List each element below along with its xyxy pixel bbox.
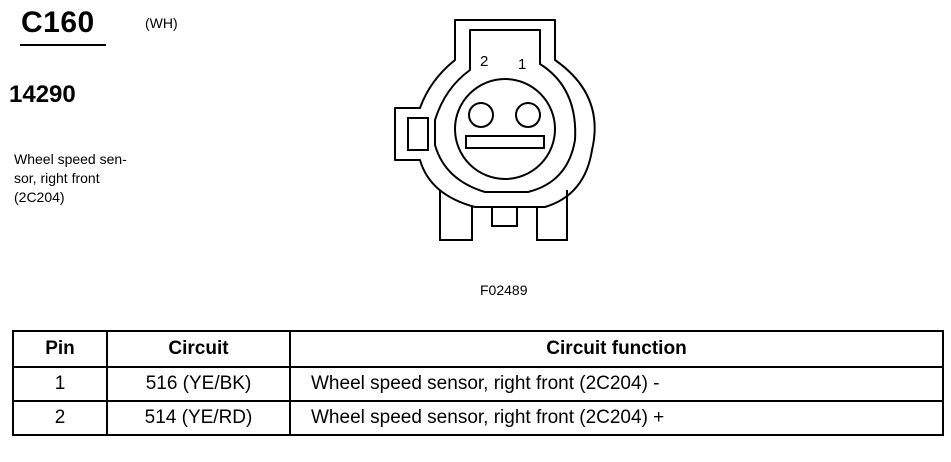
connector-description: Wheel speed sen- sor, right front (2C204… (14, 150, 174, 207)
part-number: 14290 (9, 81, 76, 108)
terminal-face (454, 78, 556, 180)
locking-tab (407, 117, 429, 151)
pin-2-cavity (468, 102, 494, 128)
connector-id-underline (20, 44, 106, 46)
right-leg (536, 190, 568, 241)
description-text: Wheel speed sen- sor, right front (2C204… (14, 151, 127, 205)
table-header-row: Pin Circuit Circuit function (12, 330, 944, 368)
row-function: Wheel speed sensor, right front (2C204) … (289, 400, 944, 436)
row-pin: 1 (12, 366, 108, 402)
row-pin: 2 (12, 400, 108, 436)
row-function: Wheel speed sensor, right front (2C204) … (289, 366, 944, 402)
header-circuit-function: Circuit function (289, 330, 944, 368)
row-circuit: 516 (YE/BK) (106, 366, 291, 402)
table-row: 2 514 (YE/RD) Wheel speed sensor, right … (12, 400, 944, 436)
figure-id: F02489 (480, 282, 528, 298)
connector-recess (434, 29, 577, 193)
connector-color: (WH) (145, 15, 178, 31)
pin-label-1: 1 (518, 56, 526, 73)
table-row: 1 516 (YE/BK) Wheel speed sensor, right … (12, 366, 944, 402)
pinout-table: Pin Circuit Circuit function 1 516 (YE/B… (12, 330, 944, 436)
row-circuit: 514 (YE/RD) (106, 400, 291, 436)
header-pin: Pin (12, 330, 108, 368)
center-latch (491, 207, 518, 227)
key-slot (465, 135, 545, 149)
connector-housing (394, 19, 596, 208)
left-leg (439, 190, 473, 241)
pin-label-2: 2 (480, 53, 488, 70)
connector-face-diagram: 2 1 (394, 19, 596, 241)
header-circuit: Circuit (106, 330, 291, 368)
connector-id: C160 (21, 6, 95, 39)
pin-1-cavity (515, 102, 541, 128)
